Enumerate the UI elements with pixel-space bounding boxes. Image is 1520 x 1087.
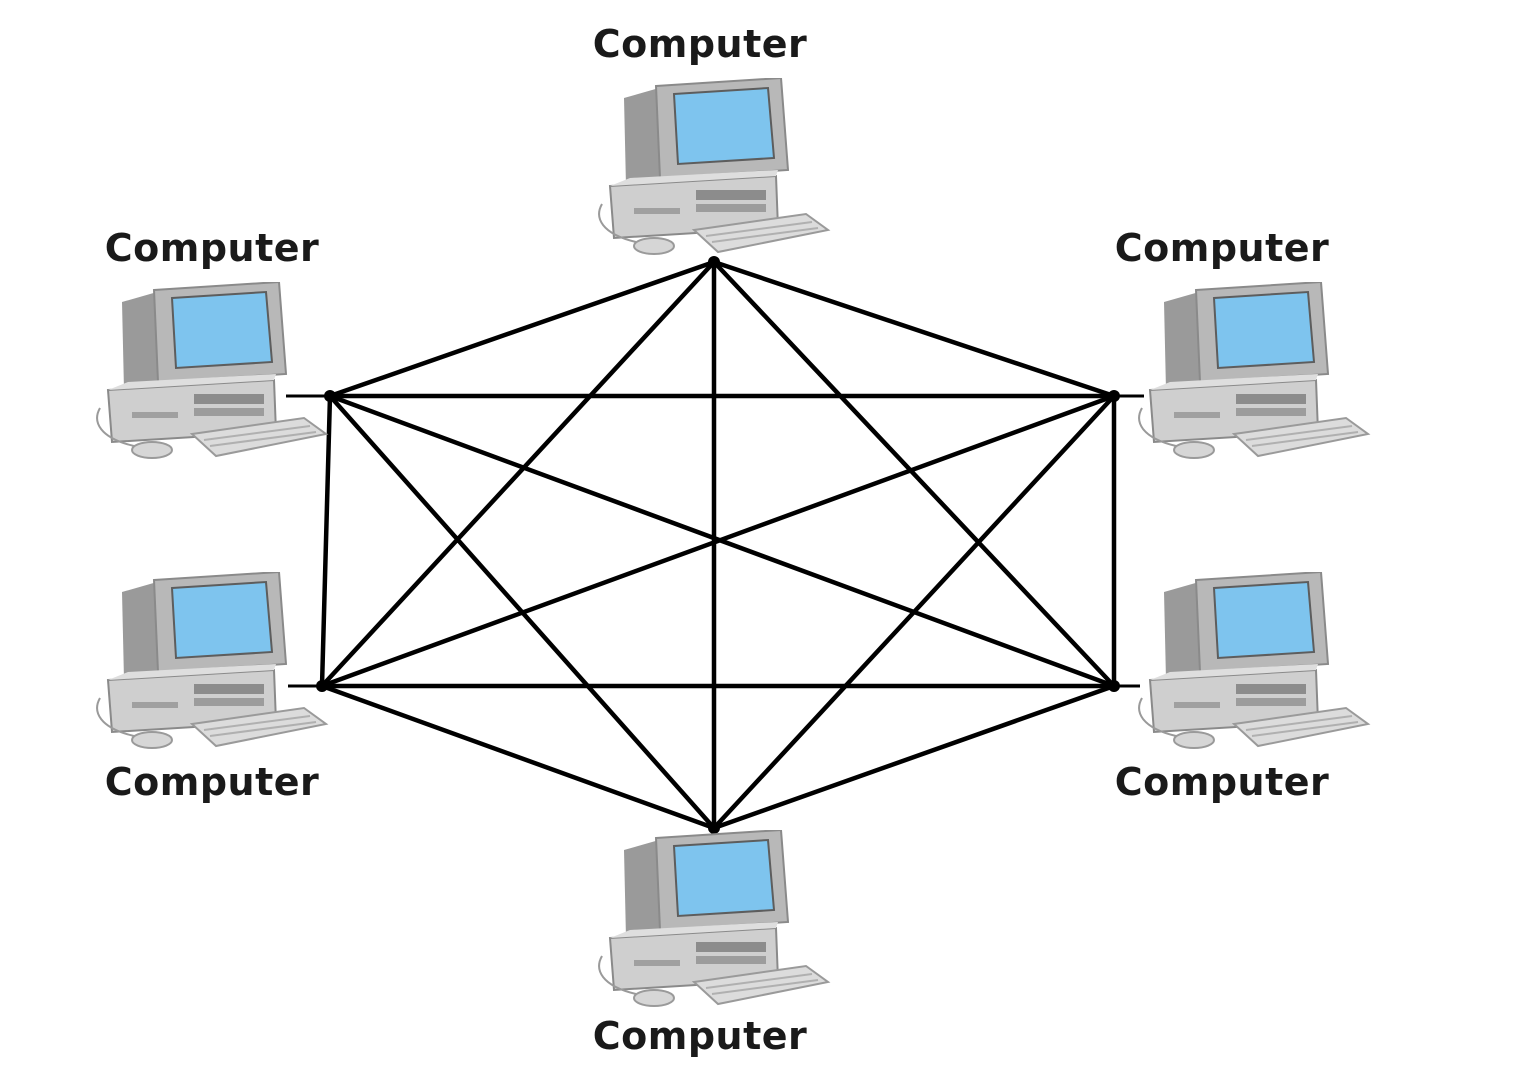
edge-layer: [286, 256, 1144, 834]
edge-top-upper-left: [327, 259, 717, 399]
computer-icon-lower-right: [1138, 572, 1369, 749]
computer-icon-lower-left: [96, 572, 327, 749]
computer-icon-upper-right: [1138, 282, 1369, 459]
edge-upper-right-lower-left: [319, 393, 1117, 689]
edge-lower-right-bottom: [711, 683, 1117, 831]
node-label-lower-left: Computer: [104, 760, 320, 804]
junction-bottom: [708, 822, 720, 834]
computer-layer: [96, 78, 1369, 1007]
node-label-upper-right: Computer: [1114, 226, 1330, 270]
node-label-lower-right: Computer: [1114, 760, 1330, 804]
junction-top: [708, 256, 720, 268]
edge-upper-right-bottom: [711, 393, 1117, 831]
computer-icon-bottom: [598, 830, 829, 1007]
junction-upper-left: [324, 390, 336, 402]
edge-top-lower-left: [319, 259, 717, 689]
junction-lower-left: [316, 680, 328, 692]
node-label-upper-left: Computer: [104, 226, 320, 270]
junction-lower-right: [1108, 680, 1120, 692]
junction-upper-right: [1108, 390, 1120, 402]
edge-lower-left-bottom: [319, 683, 717, 831]
edge-upper-left-lower-left: [319, 393, 333, 689]
edge-top-lower-right: [711, 259, 1117, 689]
computer-icon-upper-left: [96, 282, 327, 459]
edge-top-upper-right: [711, 259, 1117, 399]
node-label-top: Computer: [592, 22, 808, 66]
computer-icon-top: [598, 78, 829, 255]
node-label-bottom: Computer: [592, 1014, 808, 1058]
